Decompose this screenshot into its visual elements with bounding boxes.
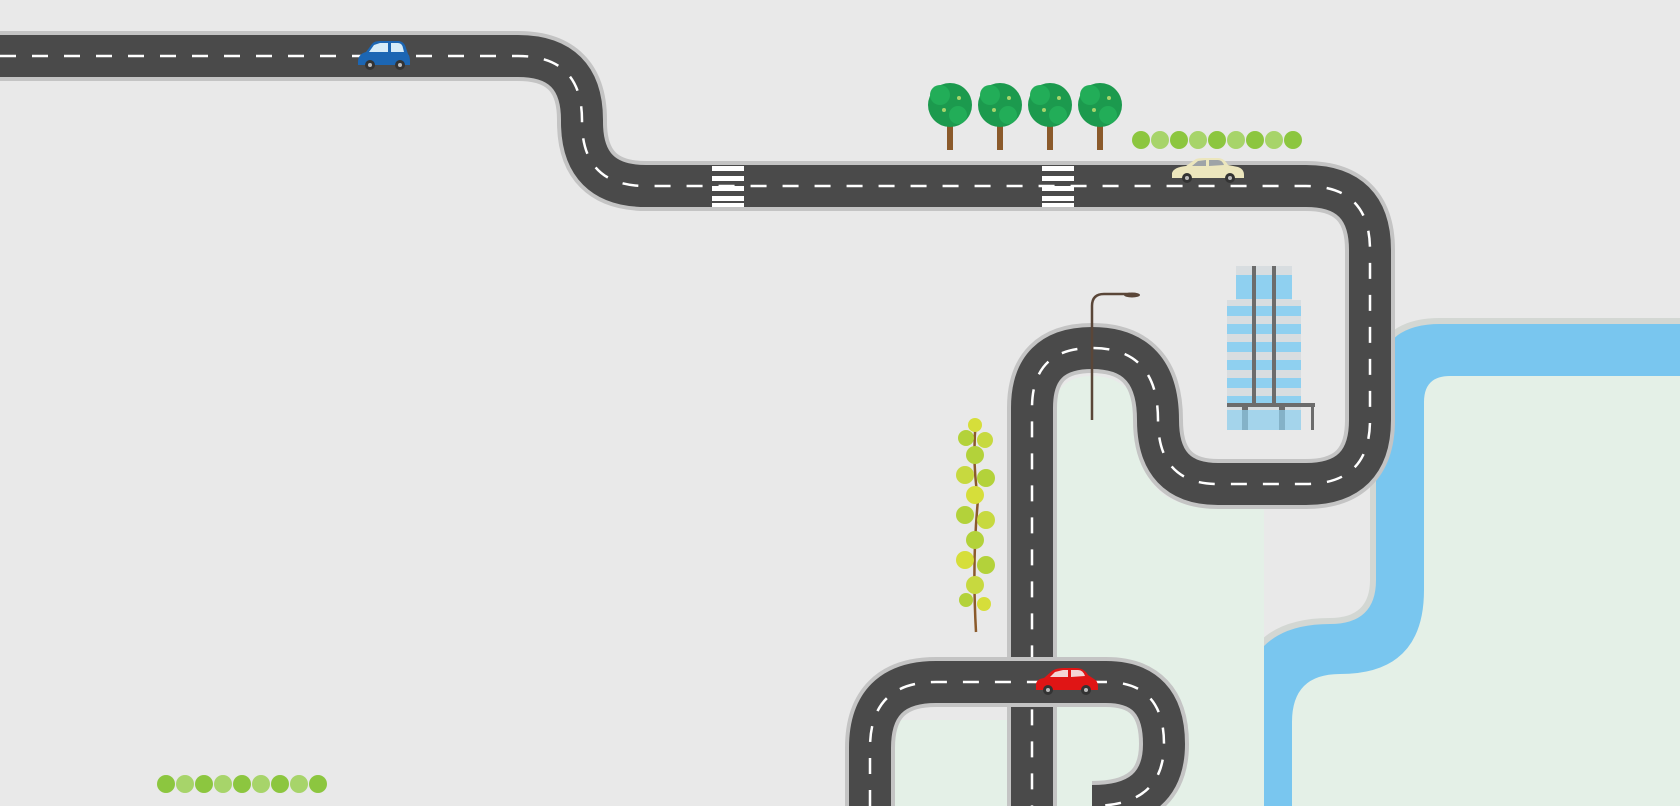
red-car-icon <box>1036 668 1098 695</box>
road-network <box>0 31 1395 806</box>
grass-island-right <box>1292 376 1680 806</box>
hedge-top <box>1132 131 1302 149</box>
tree-row <box>928 83 1122 150</box>
office-building-icon <box>1227 266 1315 430</box>
crosswalk-right <box>1042 166 1074 207</box>
hedge-bottom-left <box>157 775 327 793</box>
tree-icon <box>1078 83 1122 150</box>
tall-tree-icon <box>956 418 995 633</box>
street-lamp-icon <box>1090 292 1140 420</box>
river-area <box>1236 318 1680 806</box>
road-bottom-lane <box>868 680 1166 806</box>
cream-car-icon <box>1172 158 1244 183</box>
road-top-lane <box>0 54 1372 806</box>
crosswalk-left <box>712 166 744 207</box>
blue-car-icon <box>358 41 410 70</box>
tree-icon <box>978 83 1022 150</box>
grass-patch-center <box>882 376 1264 806</box>
tree-icon <box>1028 83 1072 150</box>
tree-icon <box>928 83 972 150</box>
